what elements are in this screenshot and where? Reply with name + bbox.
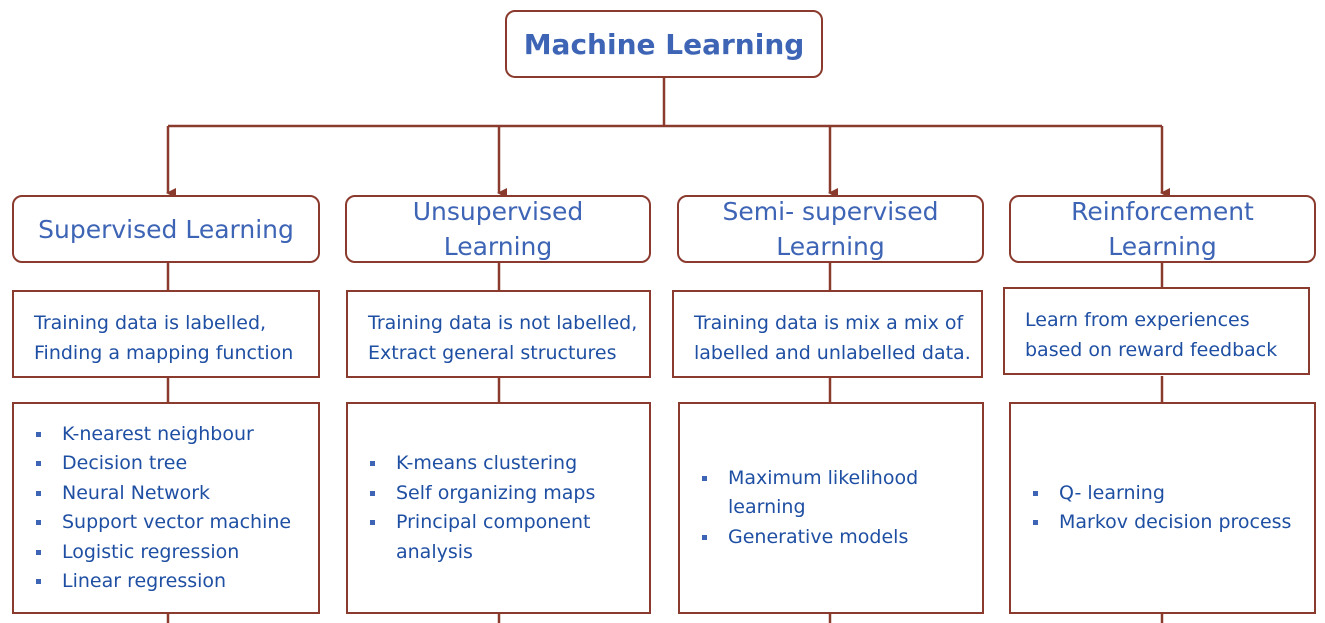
bullet-icon (36, 431, 41, 437)
list-item: Decision tree (34, 449, 291, 479)
category-label: Semi- supervised Learning (722, 197, 939, 261)
list-item: K-nearest neighbour (34, 420, 291, 450)
bullet-icon (1033, 520, 1038, 525)
diagram-title: Machine Learning (523, 27, 805, 61)
category-label: Reinforcement Learning (1071, 197, 1254, 261)
algorithm-list: K-means clustering Self organizing maps … (348, 449, 595, 567)
description-semi-supervised: Training data is mix a mix of labelled a… (672, 290, 983, 378)
algorithm-list: Q- learning Markov decision process (1011, 479, 1291, 538)
description-line: Learn from experiences (1025, 309, 1250, 331)
category-supervised: Supervised Learning (12, 195, 320, 263)
bullet-icon (36, 520, 41, 525)
list-item: K-means clustering (368, 449, 595, 479)
root-node: Machine Learning (505, 10, 823, 78)
description-unsupervised: Training data is not labelled, Extract g… (346, 290, 651, 378)
bullet-icon (36, 490, 41, 496)
description-reinforcement: Learn from experiences based on reward f… (1003, 287, 1310, 375)
list-item: Support vector machine (34, 508, 291, 538)
category-reinforcement: Reinforcement Learning (1009, 195, 1316, 263)
bullet-icon (702, 534, 707, 540)
bullet-icon (36, 579, 41, 584)
bullet-icon (370, 461, 375, 466)
description-line: labelled and unlabelled data. (694, 342, 971, 364)
list-item: Linear regression (34, 567, 291, 597)
description-line: Training data is not labelled, (368, 312, 638, 334)
algorithm-list: K-nearest neighbour Decision tree Neural… (14, 420, 291, 597)
category-unsupervised: Unsupervised Learning (345, 195, 651, 263)
list-item: Markov decision process (1031, 508, 1291, 538)
description-line: Finding a mapping function (34, 342, 294, 364)
bullet-icon (36, 461, 41, 466)
list-item: Logistic regression (34, 538, 291, 568)
bullet-icon (370, 490, 375, 496)
list-item: Generative models (700, 523, 918, 553)
list-item: Self organizing maps (368, 479, 595, 509)
bullet-icon (370, 520, 375, 525)
list-item: Q- learning (1031, 479, 1291, 509)
algorithms-reinforcement: Q- learning Markov decision process (1009, 402, 1316, 614)
description-line: based on reward feedback (1025, 339, 1278, 361)
algorithms-unsupervised: K-means clustering Self organizing maps … (346, 402, 651, 614)
bullet-icon (702, 475, 707, 481)
description-line: Training data is labelled, (34, 312, 267, 334)
description-line: Training data is mix a mix of (694, 312, 964, 334)
list-item: Neural Network (34, 479, 291, 509)
category-semi-supervised: Semi- supervised Learning (677, 195, 984, 263)
category-label: Unsupervised Learning (412, 197, 584, 261)
description-line: Extract general structures (368, 342, 617, 364)
algorithms-supervised: K-nearest neighbour Decision tree Neural… (12, 402, 320, 614)
bullet-icon (1033, 490, 1038, 496)
description-supervised: Training data is labelled, Finding a map… (12, 290, 320, 378)
category-label: Supervised Learning (38, 214, 294, 244)
bullet-icon (36, 549, 41, 555)
